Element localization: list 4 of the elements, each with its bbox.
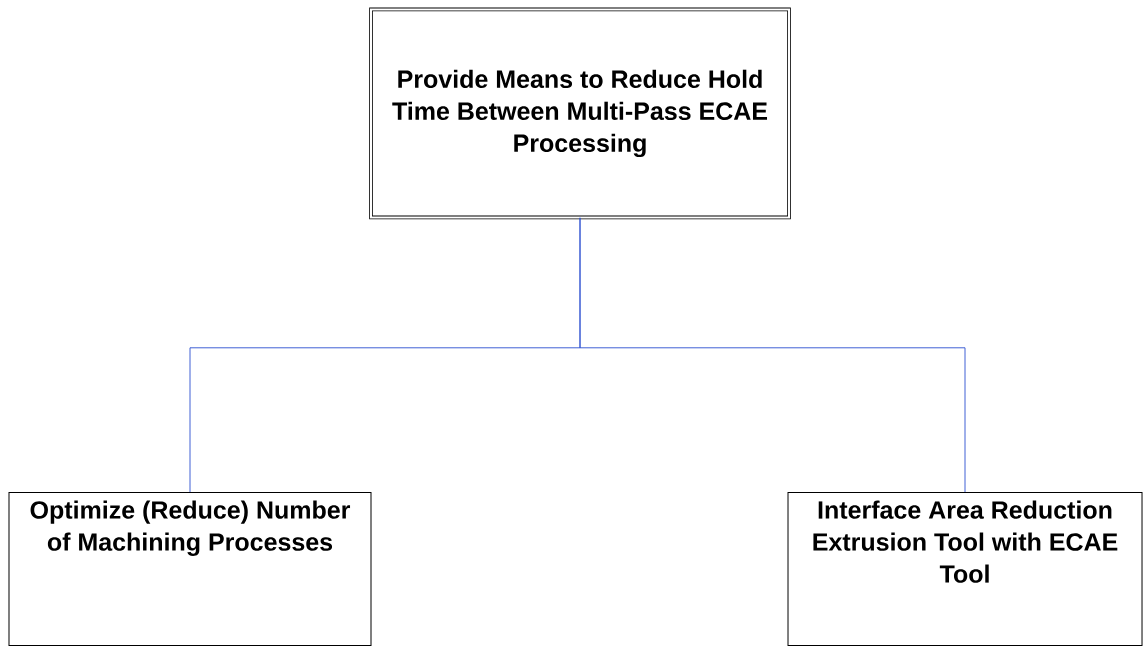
process-box: Interface Area Reduction Extrusion Tool with ECAE Tool (787, 492, 1143, 646)
process-box: Provide Means to Reduce Hold Time Between Multi-Pass ECAE Processing (369, 7, 791, 220)
process-box: Optimize (Reduce) Number of Machining Processes (8, 492, 372, 646)
connector (579, 217, 966, 493)
